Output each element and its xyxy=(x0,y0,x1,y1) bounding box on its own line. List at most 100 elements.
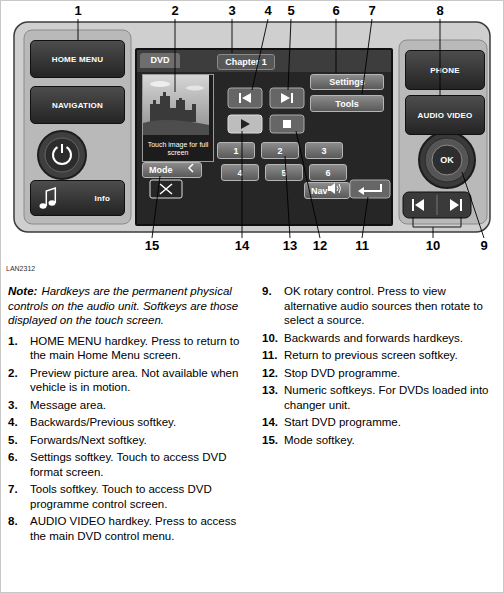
callout-number: 3 xyxy=(222,3,242,19)
softkey-label: Tools xyxy=(335,99,358,109)
list-item: 6.Settings softkey. Touch to access DVD … xyxy=(8,450,248,479)
item-description: Mode softkey. xyxy=(284,433,498,448)
list-item: 3.Message area. xyxy=(8,398,248,413)
figure-code: LAN2312 xyxy=(6,264,35,273)
stop-symbol xyxy=(283,120,291,128)
leader-line xyxy=(362,19,372,94)
item-description: Forwards/Next softkey. xyxy=(30,433,248,448)
leader-line xyxy=(252,19,268,90)
callout-number: 12 xyxy=(310,238,330,254)
item-number: 12. xyxy=(262,366,284,381)
preview-area: Touch image for full screen xyxy=(142,74,214,162)
leader-line xyxy=(336,19,337,73)
numeric-softkey: 6 xyxy=(309,164,347,181)
unit-body xyxy=(14,22,490,232)
callout-number: 6 xyxy=(326,3,346,19)
preview-picture xyxy=(143,75,209,135)
item-description: Message area. xyxy=(30,398,248,413)
hardkey-label: PHONE xyxy=(430,66,459,75)
callout-number: 4 xyxy=(258,3,278,19)
item-number: 1. xyxy=(8,334,30,363)
item-description: HOME MENU hardkey. Press to return to th… xyxy=(30,334,248,363)
touch-screen: DVDChapter 1Touch image for full screenS… xyxy=(135,48,393,226)
item-description: OK rotary control. Press to view alterna… xyxy=(284,284,498,328)
softkey-label: Nav xyxy=(311,186,328,196)
leader-line xyxy=(242,131,243,238)
list-item: 8.AUDIO VIDEO hardkey. Press to access t… xyxy=(8,514,248,543)
list-item: 9.OK rotary control. Press to view alter… xyxy=(262,284,498,328)
softkey-label: 3 xyxy=(321,146,326,156)
leader-line xyxy=(296,131,320,238)
list-item: 7.Tools softkey. Touch to access DVD pro… xyxy=(8,482,248,511)
callout-number: 2 xyxy=(165,3,185,19)
leader-line xyxy=(462,172,484,238)
hardkey: PHONE xyxy=(405,50,485,90)
rotary-control: OK xyxy=(431,144,463,176)
knob-cap xyxy=(432,145,462,175)
leader-line xyxy=(433,227,434,238)
preview-hint: Touch image for full screen xyxy=(146,141,210,157)
numeric-softkey: 4 xyxy=(221,164,259,181)
list-item: 13.Numeric softkeys. For DVDs loaded int… xyxy=(262,383,498,412)
leader-line xyxy=(288,19,291,90)
note-heading: Note: xyxy=(8,285,37,297)
list-item: 1.HOME MENU hardkey. Press to return to … xyxy=(8,334,248,363)
back-arrow xyxy=(364,184,381,191)
softkey: Tools xyxy=(310,95,384,112)
list-item: 12.Stop DVD programme. xyxy=(262,366,498,381)
hardkey-label: NAVIGATION xyxy=(52,101,103,110)
music-note xyxy=(46,188,55,206)
close-symbol xyxy=(160,184,172,194)
message-text: Chapter 1 xyxy=(225,57,267,67)
mode-chevron xyxy=(189,164,193,172)
play-softkey xyxy=(228,115,262,133)
callout-number: 7 xyxy=(362,3,382,19)
music-note xyxy=(49,200,56,205)
note-text: Hardkeys are the permanent physical cont… xyxy=(8,285,238,326)
text-column: 9.OK rotary control. Press to view alter… xyxy=(262,284,498,450)
item-number: 10. xyxy=(262,331,284,346)
message-area: Chapter 1 xyxy=(217,54,275,70)
skip-hardkeys xyxy=(403,192,471,218)
item-number: 9. xyxy=(262,284,284,328)
left-panel xyxy=(24,30,131,224)
callout-number: 8 xyxy=(430,3,450,19)
item-number: 6. xyxy=(8,450,30,479)
callout-number: 14 xyxy=(232,238,252,254)
item-description: Preview picture area. Not available when… xyxy=(30,366,248,395)
softkey: Settings xyxy=(310,74,384,90)
item-number: 13. xyxy=(262,383,284,412)
close-softkey xyxy=(150,180,182,198)
castle-silhouette xyxy=(150,92,196,122)
item-description: Start DVD programme. xyxy=(284,415,498,430)
softkey-label: 6 xyxy=(325,168,330,178)
callout-number: 15 xyxy=(142,238,162,254)
item-description: AUDIO VIDEO hardkey. Press to access the… xyxy=(30,514,248,543)
softkey: Nav xyxy=(304,182,350,199)
item-description: Return to previous screen softkey. xyxy=(284,348,498,363)
cloud xyxy=(186,86,204,91)
play-symbol xyxy=(241,119,250,129)
rotary-knob xyxy=(419,132,475,188)
hardkey-label: Info xyxy=(95,194,110,203)
previous-symbol xyxy=(239,93,241,103)
back-arrow xyxy=(358,187,364,195)
key-divider xyxy=(437,195,438,215)
item-number: 15. xyxy=(262,433,284,448)
item-number: 14. xyxy=(262,415,284,430)
rotary-knob-ring xyxy=(425,138,469,182)
numeric-softkey: 3 xyxy=(305,142,343,159)
next-symbol xyxy=(460,199,462,211)
knob-label: OK xyxy=(440,155,454,165)
right-panel xyxy=(399,40,487,224)
list-item: 11.Return to previous screen softkey. xyxy=(262,348,498,363)
item-description: Backwards/Previous softkey. xyxy=(30,415,248,430)
leader-line xyxy=(78,19,79,40)
note: Note:Hardkeys are the permanent physical… xyxy=(8,284,248,328)
softkey-label: Settings xyxy=(329,77,365,87)
list-item: 5.Forwards/Next softkey. xyxy=(8,433,248,448)
previous-symbol xyxy=(412,199,414,211)
